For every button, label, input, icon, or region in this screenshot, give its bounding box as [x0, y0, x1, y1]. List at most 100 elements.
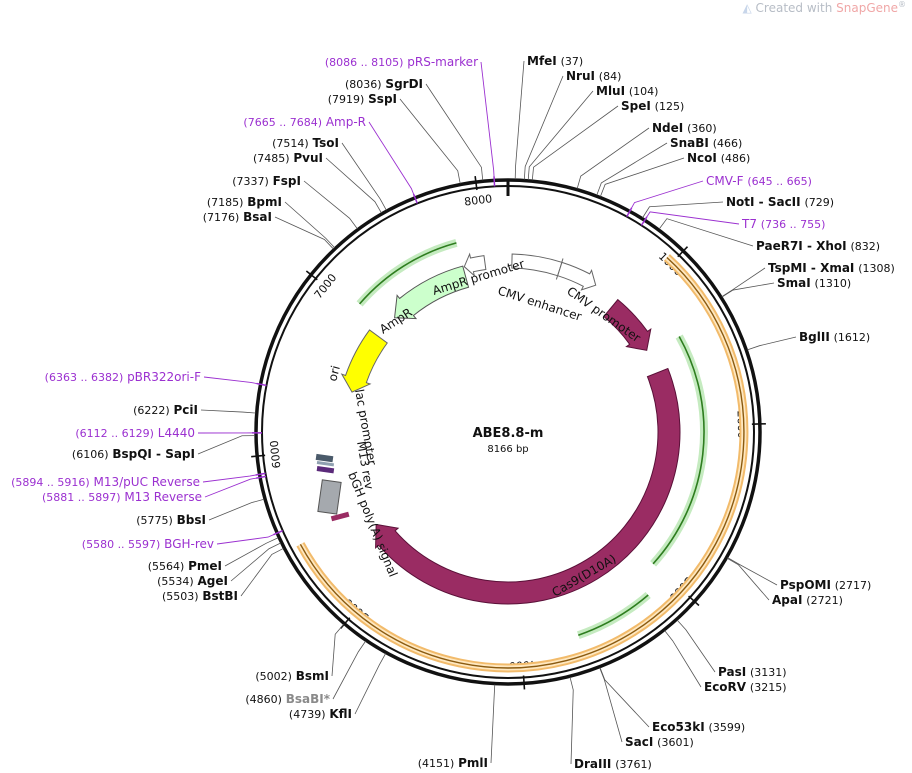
enzyme-site-bbsi[interactable]: (5775) BbsI: [136, 513, 206, 527]
primer-name: L4440: [158, 426, 195, 440]
enzyme-site-saci[interactable]: SacI (3601): [625, 735, 694, 749]
enzyme-site-ncoi[interactable]: NcoI (486): [687, 151, 750, 165]
primer-site-marker: [273, 530, 283, 536]
enzyme-name: PasI: [718, 665, 746, 679]
primer-site-marker: [493, 176, 496, 187]
enzyme-name: BsmI: [296, 669, 329, 683]
primer-name: M13 Reverse: [124, 490, 202, 504]
enzyme-site-mlui[interactable]: MluI (104): [596, 84, 658, 98]
enzyme-site-bsai[interactable]: (7176) BsaI: [203, 210, 272, 224]
enzyme-site-nrui[interactable]: NruI (84): [566, 69, 621, 83]
enzyme-leader-line: [523, 75, 564, 180]
primer-site-marker: [640, 216, 648, 226]
primer-cmv-f[interactable]: CMV-F (645 .. 665): [706, 174, 812, 188]
lac-operator-block[interactable]: [316, 461, 335, 467]
enzyme-site-paer7i-xhoi[interactable]: PaeR7I - XhoI (832): [756, 239, 880, 253]
enzyme-site-bpmi[interactable]: (7185) BpmI: [207, 195, 282, 209]
enzyme-site-sspi[interactable]: (7919) SspI: [328, 92, 397, 106]
ori-feature-arrow[interactable]: [340, 329, 388, 393]
enzyme-site-smai[interactable]: SmaI (1310): [777, 276, 851, 290]
enzyme-site-bsmi[interactable]: (5002) BsmI: [255, 669, 329, 683]
ampr-promoter-arrow[interactable]: [463, 252, 487, 277]
primer-range: (5580 .. 5597): [82, 538, 161, 551]
enzyme-site-spei[interactable]: SpeI (125): [621, 99, 684, 113]
enzyme-name: TsoI: [313, 136, 339, 150]
enzyme-name: PvuI: [293, 151, 323, 165]
primer-bgh-rev[interactable]: (5580 .. 5597) BGH-rev: [82, 537, 214, 551]
enzyme-position: (125): [655, 100, 685, 113]
enzyme-site-tsoi[interactable]: (7514) TsoI: [272, 136, 339, 150]
tick-mark-7000: [305, 270, 318, 281]
enzyme-site-pvui[interactable]: (7485) PvuI: [253, 151, 323, 165]
enzyme-name: PmeI: [188, 559, 222, 573]
enzyme-site-tspmi-xmai[interactable]: TspMI - XmaI (1308): [768, 261, 895, 275]
bgh-small-block[interactable]: [330, 511, 350, 522]
enzyme-name: SgrDI: [385, 77, 423, 91]
enzyme-leader-line: [721, 282, 775, 298]
enzyme-leader-line: [230, 542, 281, 582]
enzyme-site-sgrdi[interactable]: (8036) SgrDI: [345, 77, 423, 91]
enzyme-leader-line: [600, 157, 685, 197]
enzyme-site-pspomi[interactable]: PspOMI (2717): [780, 578, 871, 592]
primer-prs-marker[interactable]: (8086 .. 8105) pRS-marker: [325, 55, 478, 69]
primer-m13-reverse[interactable]: (5881 .. 5897) M13 Reverse: [42, 490, 202, 504]
enzyme-site-bglii[interactable]: BglII (1612): [799, 330, 870, 344]
enzyme-site-bstbi[interactable]: (5503) BstBI: [162, 589, 238, 603]
orange-track-line: [299, 256, 745, 669]
ori-label: ori: [325, 364, 343, 383]
enzyme-leader-line: [208, 498, 265, 521]
enzyme-site-ndei[interactable]: NdeI (360): [652, 121, 717, 135]
enzyme-site-mfei[interactable]: MfeI (37): [527, 54, 583, 68]
enzyme-site-eco53ki[interactable]: Eco53kI (3599): [652, 720, 745, 734]
enzyme-site-pasi[interactable]: PasI (3131): [718, 665, 787, 679]
lac-promoter-block[interactable]: [315, 453, 334, 463]
enzyme-name: BpmI: [247, 195, 282, 209]
primer-range: (6112 .. 6129): [75, 427, 154, 440]
primer-pbr322ori-f[interactable]: (6363 .. 6382) pBR322ori-F: [45, 370, 201, 384]
enzyme-name: SmaI: [777, 276, 811, 290]
tada-feature-arrow[interactable]: [603, 298, 652, 351]
enzyme-site-noti-sacii[interactable]: NotI - SacII (729): [726, 195, 834, 209]
enzyme-position: (37): [561, 55, 584, 68]
enzyme-position: (5503): [162, 590, 199, 603]
cmv-promoter-arrow[interactable]: [557, 261, 597, 291]
enzyme-site-snabi[interactable]: SnaBI (466): [670, 136, 742, 150]
enzyme-name: SacI: [625, 735, 653, 749]
enzyme-site-fspi[interactable]: (7337) FspI: [232, 174, 301, 188]
enzyme-site-kfli[interactable]: (4739) KflI: [289, 707, 352, 721]
enzyme-site-apai[interactable]: ApaI (2721): [772, 593, 843, 607]
enzyme-leader-line: [490, 684, 496, 764]
enzyme-name: MluI: [596, 84, 625, 98]
enzyme-site-ecorv[interactable]: EcoRV (3215): [704, 680, 787, 694]
green-tracks: [356, 239, 708, 639]
m13-rev-block[interactable]: [316, 466, 335, 474]
enzyme-site-bsabi[interactable]: (4860) BsaBI*: [245, 692, 330, 706]
ampr-feature-arrow[interactable]: [394, 265, 470, 320]
primer-amp-r[interactable]: (7665 .. 7684) Amp-R: [243, 115, 366, 129]
primer-site-marker: [412, 193, 418, 204]
primer-l4440[interactable]: (6112 .. 6129) L4440: [75, 426, 195, 440]
cas9-feature-arrow[interactable]: [375, 367, 681, 605]
enzyme-site-pmei[interactable]: (5564) PmeI: [148, 559, 222, 573]
primer-site-marker: [626, 207, 633, 217]
enzyme-name: PaeR7I - XhoI: [756, 239, 847, 253]
enzyme-site-bspqi-sapi[interactable]: (6106) BspQI - SapI: [72, 447, 195, 461]
enzyme-site-pmli[interactable]: (4151) PmlI: [418, 756, 488, 770]
enzyme-leader-line: [284, 201, 335, 248]
primer-name: M13/pUC Reverse: [94, 475, 201, 489]
enzyme-leader-line: [331, 624, 344, 677]
tick-mark-4000: [522, 675, 526, 690]
bgh-polya-block[interactable]: [317, 479, 342, 515]
enzyme-site-agei[interactable]: (5534) AgeI: [157, 574, 228, 588]
enzyme-leader-line: [569, 677, 574, 765]
enzyme-position: (7919): [328, 93, 365, 106]
primer-m13-puc-reverse[interactable]: (5894 .. 5916) M13/pUC Reverse: [11, 475, 200, 489]
enzyme-site-pcii[interactable]: (6222) PciI: [133, 403, 198, 417]
primer-leader-line: [202, 473, 260, 483]
enzyme-name: BglII: [799, 330, 830, 344]
primer-t7[interactable]: T7 (736 .. 755): [741, 217, 825, 231]
enzyme-name: SpeI: [621, 99, 651, 113]
tick-mark-1000: [677, 246, 689, 258]
enzyme-site-draiii[interactable]: DraIII (3761): [574, 757, 652, 771]
enzyme-position: (4151): [418, 757, 455, 770]
